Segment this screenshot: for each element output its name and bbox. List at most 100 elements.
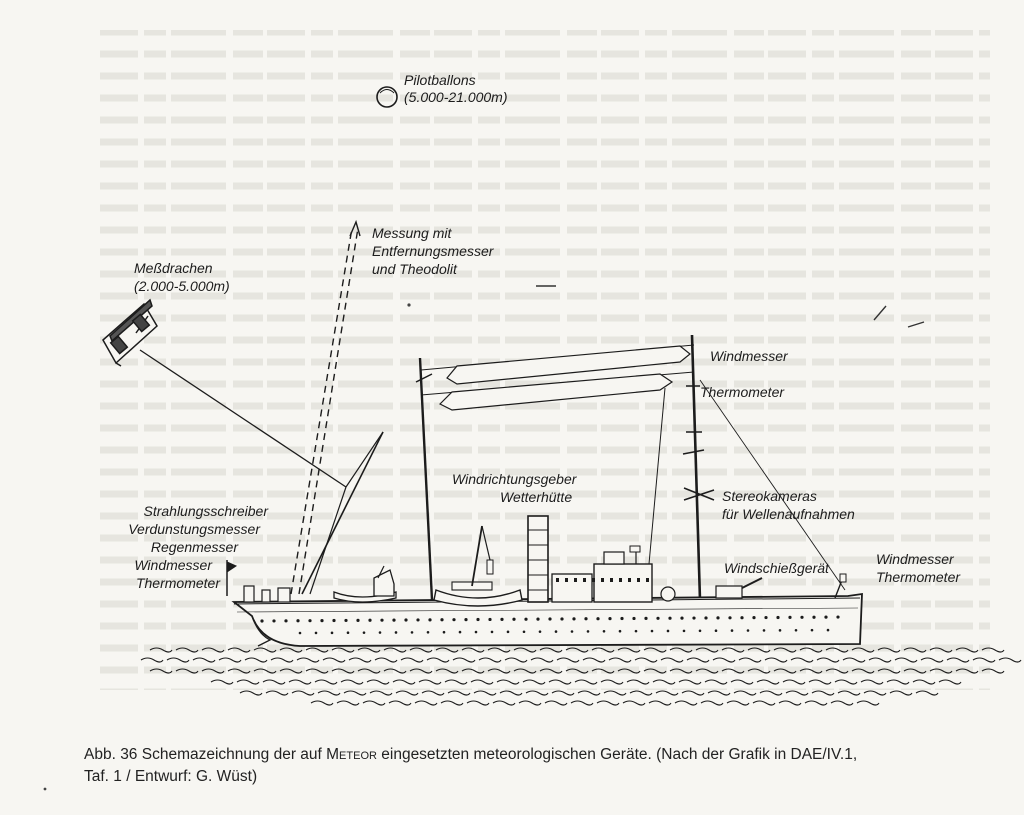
porthole bbox=[682, 629, 686, 633]
window bbox=[583, 578, 586, 582]
window bbox=[646, 578, 649, 582]
caption-middle: eingesetzten meteorologischen Geräte. (N… bbox=[376, 746, 858, 763]
porthole bbox=[836, 615, 840, 619]
porthole bbox=[762, 629, 766, 632]
label-wind-gun: Windschießgerät bbox=[724, 560, 829, 576]
porthole bbox=[378, 631, 382, 634]
kite-line bbox=[139, 349, 347, 488]
label-line: (2.000-5.000m) bbox=[134, 278, 230, 294]
porthole bbox=[512, 617, 516, 621]
porthole bbox=[272, 619, 276, 623]
label-wind-direction-weather-hut: Windrichtungsgeber Wetterhütte bbox=[452, 470, 576, 506]
window bbox=[628, 578, 631, 582]
porthole bbox=[714, 629, 718, 632]
porthole bbox=[298, 631, 302, 635]
porthole bbox=[704, 616, 708, 620]
label-line: Thermometer bbox=[876, 569, 961, 585]
porthole bbox=[506, 630, 510, 634]
porthole bbox=[632, 616, 636, 621]
window bbox=[601, 578, 604, 582]
porthole bbox=[320, 618, 324, 623]
print-specks bbox=[43, 303, 411, 791]
window bbox=[619, 578, 622, 582]
porthole bbox=[362, 631, 366, 634]
sightline-arrowhead bbox=[349, 219, 361, 237]
label-line: Windmesser bbox=[876, 551, 954, 567]
porthole bbox=[392, 618, 396, 622]
porthole bbox=[596, 617, 600, 621]
theodolite-sightlines bbox=[290, 227, 359, 595]
wave-row bbox=[239, 690, 939, 696]
window bbox=[574, 578, 577, 582]
porthole bbox=[332, 618, 336, 623]
label-line: Verdunstungsmesser bbox=[128, 521, 260, 537]
porthole bbox=[344, 618, 348, 623]
porthole bbox=[800, 615, 804, 619]
label-line: Entfernungsmesser bbox=[372, 243, 494, 259]
label-pilot-balloons: Pilotballons (5.000-21.000m) bbox=[404, 72, 508, 106]
porthole bbox=[570, 630, 574, 633]
porthole bbox=[752, 616, 756, 620]
caption-prefix: Abb. 36 Schemazeichnung der auf bbox=[84, 746, 327, 763]
hull-portholes bbox=[260, 615, 840, 635]
porthole bbox=[440, 618, 444, 622]
porthole bbox=[548, 617, 552, 621]
porthole bbox=[620, 616, 624, 621]
wave-row bbox=[140, 657, 1022, 663]
porthole bbox=[284, 619, 288, 623]
label-bow-instruments: Windmesser Thermometer bbox=[876, 550, 960, 586]
porthole bbox=[826, 628, 830, 632]
label-line: und Theodolit bbox=[372, 261, 457, 277]
porthole bbox=[426, 630, 430, 634]
porthole bbox=[476, 617, 480, 622]
porthole bbox=[524, 617, 528, 621]
label-line: Stereokameras bbox=[722, 488, 817, 504]
porthole bbox=[536, 617, 540, 621]
porthole bbox=[680, 616, 684, 620]
wave-row bbox=[149, 668, 1005, 674]
label-line: Thermometer bbox=[135, 575, 220, 591]
window bbox=[592, 578, 595, 582]
wave-row bbox=[149, 647, 1005, 653]
porthole bbox=[452, 618, 456, 622]
porthole bbox=[522, 630, 526, 634]
label-measuring-kites: Meßdrachen (2.000-5.000m) bbox=[134, 259, 230, 295]
label-line: Thermometer bbox=[700, 384, 785, 400]
porthole bbox=[776, 615, 780, 620]
porthole bbox=[500, 617, 504, 621]
window bbox=[637, 578, 640, 582]
porthole bbox=[314, 631, 318, 635]
porthole bbox=[260, 619, 264, 623]
label-mast-instruments: Windmesser Thermometer bbox=[700, 336, 788, 412]
label-stereo-cameras: Stereokameras für Wellenaufnahmen bbox=[722, 487, 855, 523]
window bbox=[610, 578, 613, 582]
porthole bbox=[788, 615, 792, 619]
caption-ship-name: Meteor bbox=[326, 746, 377, 763]
label-line: Strahlungsschreiber bbox=[143, 503, 268, 519]
box-kite bbox=[102, 298, 158, 367]
label-line: Meßdrachen bbox=[134, 260, 213, 276]
figure-caption: Abb. 36 Schemazeichnung der auf Meteor e… bbox=[84, 744, 1014, 788]
label-theodolite-measurement: Messung mit Entfernungsmesser und Theodo… bbox=[372, 224, 493, 278]
porthole bbox=[618, 629, 622, 633]
porthole bbox=[650, 629, 654, 633]
wave-row bbox=[310, 700, 880, 706]
porthole bbox=[442, 630, 446, 634]
porthole bbox=[716, 616, 720, 620]
porthole bbox=[656, 616, 660, 620]
porthole bbox=[728, 616, 732, 620]
porthole bbox=[464, 618, 468, 622]
porthole bbox=[764, 615, 768, 620]
label-line: Windmesser bbox=[710, 348, 788, 364]
label-line: Messung mit bbox=[372, 225, 452, 241]
porthole bbox=[602, 630, 606, 633]
porthole bbox=[740, 616, 744, 620]
label-line: Windmesser bbox=[134, 557, 212, 573]
porthole bbox=[474, 630, 478, 634]
wave-row bbox=[210, 679, 962, 685]
pilot-balloon bbox=[376, 86, 398, 108]
porthole bbox=[634, 629, 638, 633]
porthole bbox=[730, 629, 734, 632]
porthole bbox=[778, 629, 782, 632]
